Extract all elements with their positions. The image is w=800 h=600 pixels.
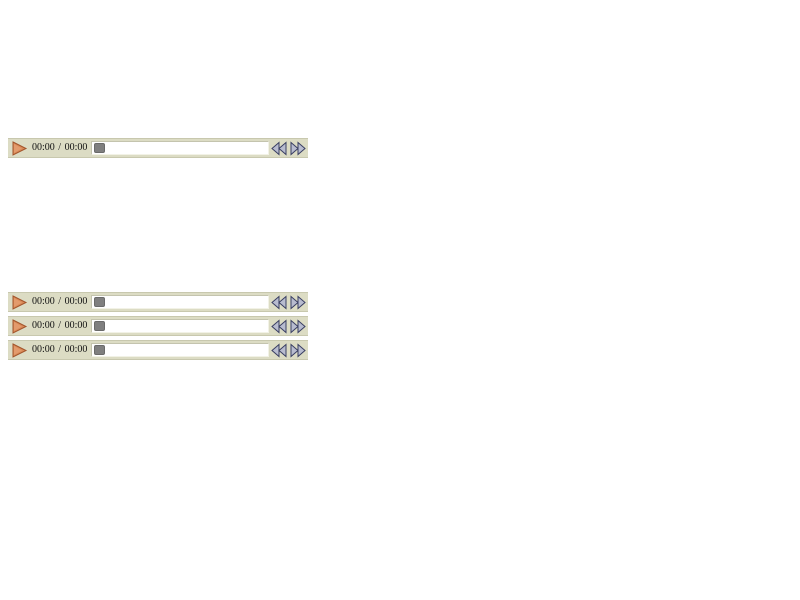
current-time: 00:00: [32, 344, 55, 355]
audio-player: 00:00 / 00:00: [8, 292, 308, 312]
current-time: 00:00: [32, 296, 55, 307]
fast-forward-icon: [290, 319, 306, 334]
seek-bar[interactable]: [91, 295, 269, 309]
time-display: 00:00 / 00:00: [32, 295, 87, 309]
time-display: 00:00 / 00:00: [32, 319, 87, 333]
current-time: 00:00: [32, 320, 55, 331]
time-separator: /: [58, 320, 62, 331]
audio-player: 00:00 / 00:00: [8, 340, 308, 360]
seek-thumb[interactable]: [94, 345, 105, 355]
seek-thumb[interactable]: [94, 143, 105, 153]
time-display: 00:00 / 00:00: [32, 141, 87, 155]
play-icon: [12, 343, 28, 358]
play-button[interactable]: [10, 140, 28, 157]
rewind-button[interactable]: [270, 295, 287, 310]
seek-bar[interactable]: [91, 319, 269, 333]
total-time: 00:00: [64, 296, 88, 307]
audio-player: 00:00 / 00:00: [8, 316, 308, 336]
fast-forward-button[interactable]: [290, 141, 307, 156]
fast-forward-icon: [290, 343, 306, 358]
current-time: 00:00: [32, 142, 55, 153]
time-separator: /: [58, 296, 62, 307]
play-button[interactable]: [10, 318, 28, 335]
rewind-icon: [271, 141, 287, 156]
fast-forward-icon: [290, 141, 306, 156]
seek-thumb[interactable]: [94, 321, 105, 331]
play-button[interactable]: [10, 294, 28, 311]
fast-forward-button[interactable]: [290, 319, 307, 334]
time-separator: /: [58, 142, 62, 153]
fast-forward-button[interactable]: [290, 343, 307, 358]
play-icon: [12, 319, 28, 334]
rewind-button[interactable]: [270, 141, 287, 156]
play-button[interactable]: [10, 342, 28, 359]
seek-thumb[interactable]: [94, 297, 105, 307]
seek-bar[interactable]: [91, 343, 269, 357]
total-time: 00:00: [64, 320, 88, 331]
rewind-button[interactable]: [270, 319, 287, 334]
play-icon: [12, 141, 28, 156]
seek-bar[interactable]: [91, 141, 269, 155]
total-time: 00:00: [64, 142, 88, 153]
fast-forward-button[interactable]: [290, 295, 307, 310]
rewind-icon: [271, 319, 287, 334]
fast-forward-icon: [290, 295, 306, 310]
rewind-icon: [271, 295, 287, 310]
audio-player: 00:00 / 00:00: [8, 138, 308, 158]
time-separator: /: [58, 344, 62, 355]
time-display: 00:00 / 00:00: [32, 343, 87, 357]
rewind-icon: [271, 343, 287, 358]
total-time: 00:00: [64, 344, 88, 355]
play-icon: [12, 295, 28, 310]
rewind-button[interactable]: [270, 343, 287, 358]
